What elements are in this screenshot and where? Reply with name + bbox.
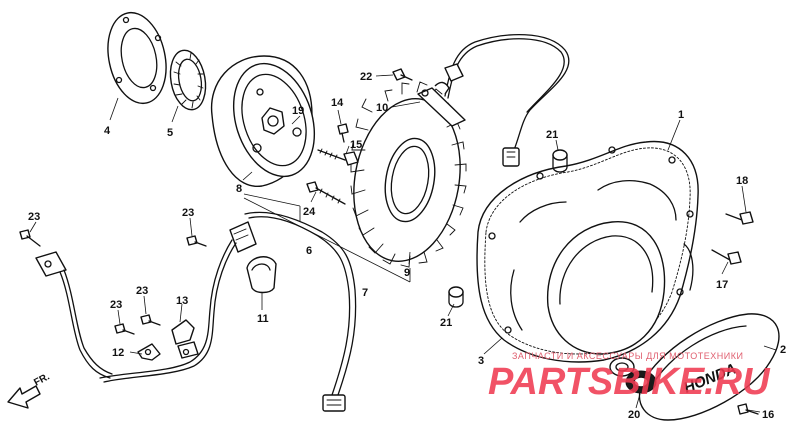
label-part-23-b: 23 bbox=[182, 207, 194, 219]
label-part-16: 16 bbox=[762, 409, 774, 421]
label-part-21-lower: 21 bbox=[440, 317, 452, 329]
label-part-17: 17 bbox=[716, 279, 728, 291]
label-part-22: 22 bbox=[360, 71, 372, 83]
part-labels: 4 5 8 19 14 15 24 22 10 9 6 7 11 1 21 21… bbox=[28, 71, 786, 421]
bolt-14 bbox=[337, 123, 349, 143]
bolt-23-left bbox=[19, 229, 41, 247]
wire-clamp-12 bbox=[137, 343, 161, 361]
label-part-18: 18 bbox=[736, 175, 748, 187]
front-direction-label: FR. bbox=[32, 371, 52, 388]
wire-clamp-plate bbox=[417, 81, 466, 127]
label-part-23-a: 23 bbox=[28, 211, 40, 223]
label-part-5: 5 bbox=[167, 127, 173, 139]
pulse-generator-harness bbox=[99, 211, 357, 412]
bolt-15 bbox=[317, 148, 359, 166]
bolt-23-low1 bbox=[114, 323, 135, 335]
one-way-clutch bbox=[169, 49, 207, 111]
bolt-17 bbox=[711, 249, 742, 265]
label-part-9: 9 bbox=[404, 267, 410, 279]
label-part-4: 4 bbox=[104, 125, 111, 137]
bolt-22 bbox=[392, 68, 413, 81]
label-part-8: 8 bbox=[236, 183, 242, 195]
bolt-23-mid bbox=[186, 235, 207, 247]
leader-lines bbox=[29, 74, 777, 413]
label-part-12: 12 bbox=[112, 347, 124, 359]
watermark: ЗАПЧАСТИ И АКСЕССУАРЫ ДЛЯ МОТОТЕХНИКИ PA… bbox=[488, 351, 771, 403]
plug-20 bbox=[625, 370, 657, 394]
label-part-20: 20 bbox=[628, 409, 640, 421]
bolt-23-low2 bbox=[140, 314, 161, 326]
label-part-15: 15 bbox=[350, 139, 362, 151]
bolt-16 bbox=[737, 403, 759, 415]
outer-cover-honda: HONDA bbox=[638, 313, 780, 421]
crankcase-cover bbox=[476, 140, 699, 363]
bolt-24 bbox=[306, 181, 346, 205]
label-part-11: 11 bbox=[257, 313, 269, 325]
label-part-19: 19 bbox=[292, 105, 304, 117]
flywheel-rotor bbox=[210, 55, 316, 187]
dowel-pin-lower bbox=[448, 286, 464, 308]
label-part-14: 14 bbox=[331, 97, 344, 109]
label-part-10: 10 bbox=[376, 102, 388, 114]
label-part-1: 1 bbox=[678, 109, 684, 121]
label-part-24: 24 bbox=[303, 206, 316, 218]
label-part-2: 2 bbox=[780, 344, 786, 356]
oil-seal bbox=[609, 357, 635, 377]
bolt-18 bbox=[725, 211, 754, 225]
label-part-23-c: 23 bbox=[110, 299, 122, 311]
label-part-23-d: 23 bbox=[136, 285, 148, 297]
gasket-ring bbox=[107, 11, 167, 105]
label-part-13: 13 bbox=[176, 295, 188, 307]
label-part-7: 7 bbox=[362, 287, 368, 299]
label-part-21-upper: 21 bbox=[546, 129, 558, 141]
watermark-logo: PARTSBIKE.RU bbox=[488, 361, 771, 403]
dowel-pin-upper bbox=[552, 149, 568, 173]
front-direction-arrow: FR. bbox=[7, 371, 52, 409]
watermark-tagline: ЗАПЧАСТИ И АКСЕССУАРЫ ДЛЯ МОТОТЕХНИКИ bbox=[512, 351, 743, 361]
stator-coil bbox=[350, 81, 467, 268]
label-part-6: 6 bbox=[306, 245, 312, 257]
stator-wire-harness bbox=[444, 33, 570, 167]
wire-clamp-13 bbox=[171, 319, 199, 359]
label-part-3: 3 bbox=[478, 355, 484, 367]
grommet bbox=[246, 256, 277, 294]
pulse-sensor bbox=[35, 251, 113, 379]
